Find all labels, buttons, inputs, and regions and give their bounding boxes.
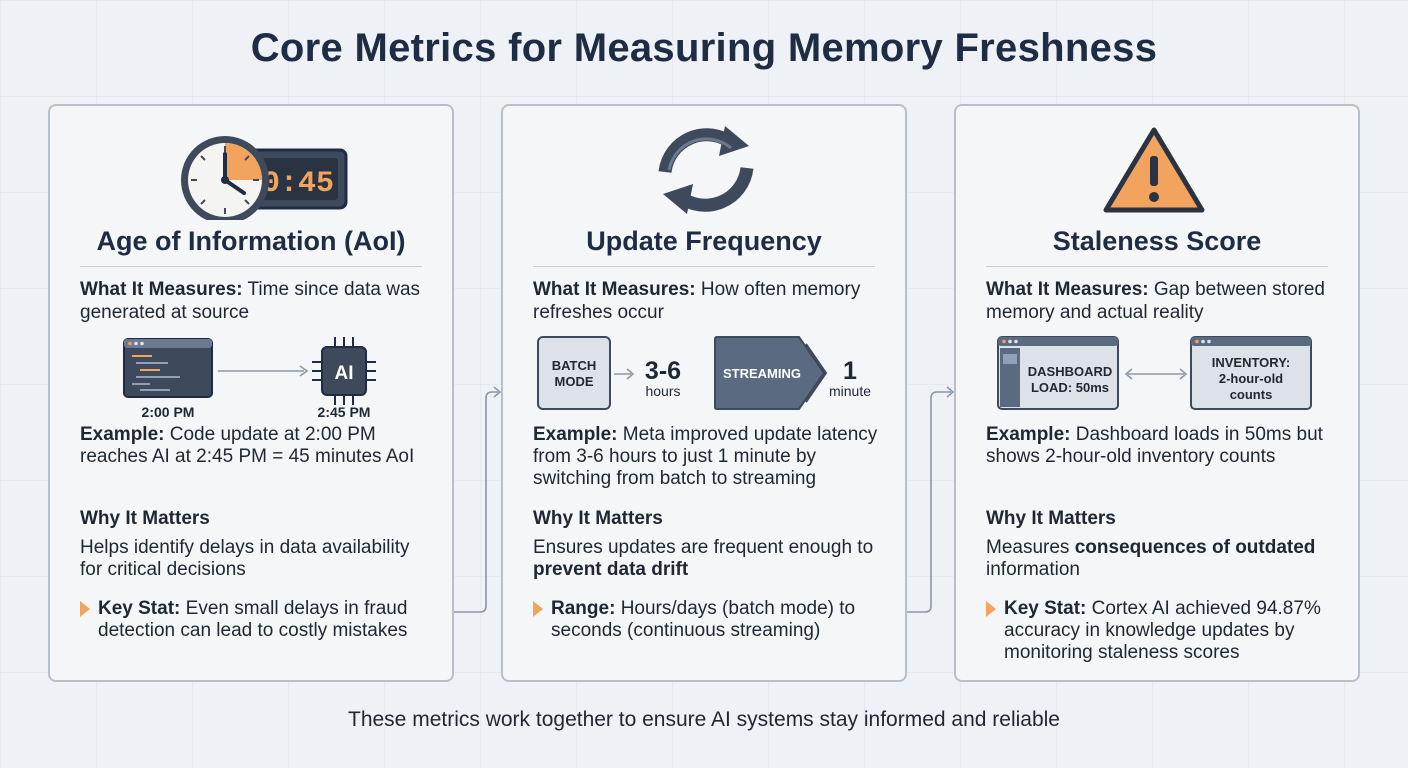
card-update-frequency: Update Frequency What It Measures: How o… <box>501 104 907 682</box>
what-it-measures: What It Measures: Time since data was ge… <box>80 278 432 324</box>
dashboard-line1: DASHBOARD <box>1028 364 1113 379</box>
why-text: Ensures updates are frequent enough to p… <box>533 537 885 581</box>
why-text-bold: prevent data drift <box>533 559 689 580</box>
stat-text: Hours/days (batch mode) to seconds (cont… <box>551 598 856 641</box>
why-text-main: Measures <box>986 537 1070 558</box>
why-heading: Why It Matters <box>533 508 663 529</box>
example: Example: Meta improved update latency fr… <box>533 424 889 490</box>
example: Example: Code update at 2:00 PM reaches … <box>80 424 436 468</box>
why-heading: Why It Matters <box>80 508 210 529</box>
ai-chip-label: AI <box>335 363 354 384</box>
stat-text: Cortex AI achieved 94.87% accuracy in kn… <box>1004 598 1321 663</box>
why-text-tail: information <box>986 559 1080 580</box>
example-text: Code update at 2:00 PM reaches AI at 2:4… <box>80 424 415 467</box>
card-staleness-score: Staleness Score What It Measures: Gap be… <box>954 104 1360 682</box>
streaming-value: 1 <box>843 357 857 385</box>
what-label: What It Measures: <box>80 279 243 300</box>
inventory-line2: 2-hour-old <box>1219 371 1283 386</box>
divider <box>986 266 1328 267</box>
card-title: Staleness Score <box>1052 226 1262 256</box>
what-text: How often memory refreshes occur <box>533 279 861 323</box>
ai-chip-icon: AI <box>312 337 376 405</box>
bullet-triangle-icon <box>80 601 90 617</box>
batch-label-line1: BATCH <box>552 358 597 373</box>
connector-1-2 <box>454 386 502 613</box>
why-text: Measures consequences of outdated inform… <box>986 537 1338 581</box>
connector-2-3 <box>907 386 955 613</box>
divider <box>533 266 875 267</box>
example-text: Dashboard loads in 50ms but shows 2-hour… <box>986 424 1323 467</box>
page-title: Core Metrics for Measuring Memory Freshn… <box>250 26 1158 70</box>
key-stat: Key Stat: Even small delays in fraud det… <box>80 598 436 642</box>
card-icon-area: 0:45 <box>50 120 452 224</box>
what-label: What It Measures: <box>986 279 1149 300</box>
example-label: Example: <box>533 424 618 445</box>
refresh-icon <box>658 126 754 214</box>
stat-label: Key Stat: <box>1004 598 1087 619</box>
streaming-unit: minute <box>829 383 871 399</box>
card-icon-area <box>503 120 905 220</box>
end-time-label: 2:45 PM <box>318 404 371 420</box>
example-text: Meta improved update latency from 3-6 ho… <box>533 424 878 489</box>
card-age-of-information: 0:45 Age of Information (AoI) What It Me… <box>48 104 454 682</box>
stat-text: Even small delays in fraud detection can… <box>98 598 408 641</box>
batch-unit: hours <box>645 383 680 399</box>
why-text: Helps identify delays in data availabili… <box>80 537 432 581</box>
example-label: Example: <box>80 424 165 445</box>
stat-label: Range: <box>551 598 616 619</box>
card-title: Update Frequency <box>586 226 822 256</box>
dashboard-line2: LOAD: 50ms <box>1031 380 1109 395</box>
range-stat: Range: Hours/days (batch mode) to second… <box>533 598 889 642</box>
what-it-measures: What It Measures: How often memory refre… <box>533 278 885 324</box>
what-it-measures: What It Measures: Gap between stored mem… <box>986 278 1338 324</box>
batch-label-line2: MODE <box>555 374 594 389</box>
warning-icon <box>1103 127 1205 213</box>
frequency-illustration: BATCH MODE 3-6 hours STREAMING 1 minute <box>503 334 905 422</box>
stat-label: Key Stat: <box>98 598 181 619</box>
timer-display: 0:45 <box>262 167 334 201</box>
bullet-triangle-icon <box>986 601 996 617</box>
batch-value: 3-6 <box>645 357 681 385</box>
why-text-main: Ensures updates are frequent enough to <box>533 537 874 558</box>
inventory-line3: counts <box>1230 387 1273 402</box>
staleness-illustration: DASHBOARD LOAD: 50ms INVENTORY: 2-hour-o… <box>956 334 1358 422</box>
aoi-illustration: AI 2:00 PM 2:45 PM <box>50 334 452 422</box>
what-text: Gap between stored memory and actual rea… <box>986 279 1325 323</box>
bullet-triangle-icon <box>533 601 543 617</box>
card-icon-area <box>956 120 1358 220</box>
start-time-label: 2:00 PM <box>142 404 195 420</box>
example-label: Example: <box>986 424 1071 445</box>
inventory-line1: INVENTORY: <box>1212 355 1291 370</box>
what-label: What It Measures: <box>533 279 696 300</box>
card-title: Age of Information (AoI) <box>96 226 406 256</box>
why-text-main: Helps identify delays in data availabili… <box>80 537 410 580</box>
divider <box>80 266 422 267</box>
code-window-icon <box>123 338 213 398</box>
clock-timer-icon: 0:45 <box>181 136 348 224</box>
footer-caption: These metrics work together to ensure AI… <box>348 708 1060 731</box>
streaming-label: STREAMING <box>723 366 801 381</box>
why-text-bold: consequences of outdated <box>1074 537 1316 558</box>
what-text: Time since data was generated at source <box>80 279 421 323</box>
example: Example: Dashboard loads in 50ms but sho… <box>986 424 1342 468</box>
key-stat: Key Stat: Cortex AI achieved 94.87% accu… <box>986 598 1342 664</box>
why-heading: Why It Matters <box>986 508 1116 529</box>
